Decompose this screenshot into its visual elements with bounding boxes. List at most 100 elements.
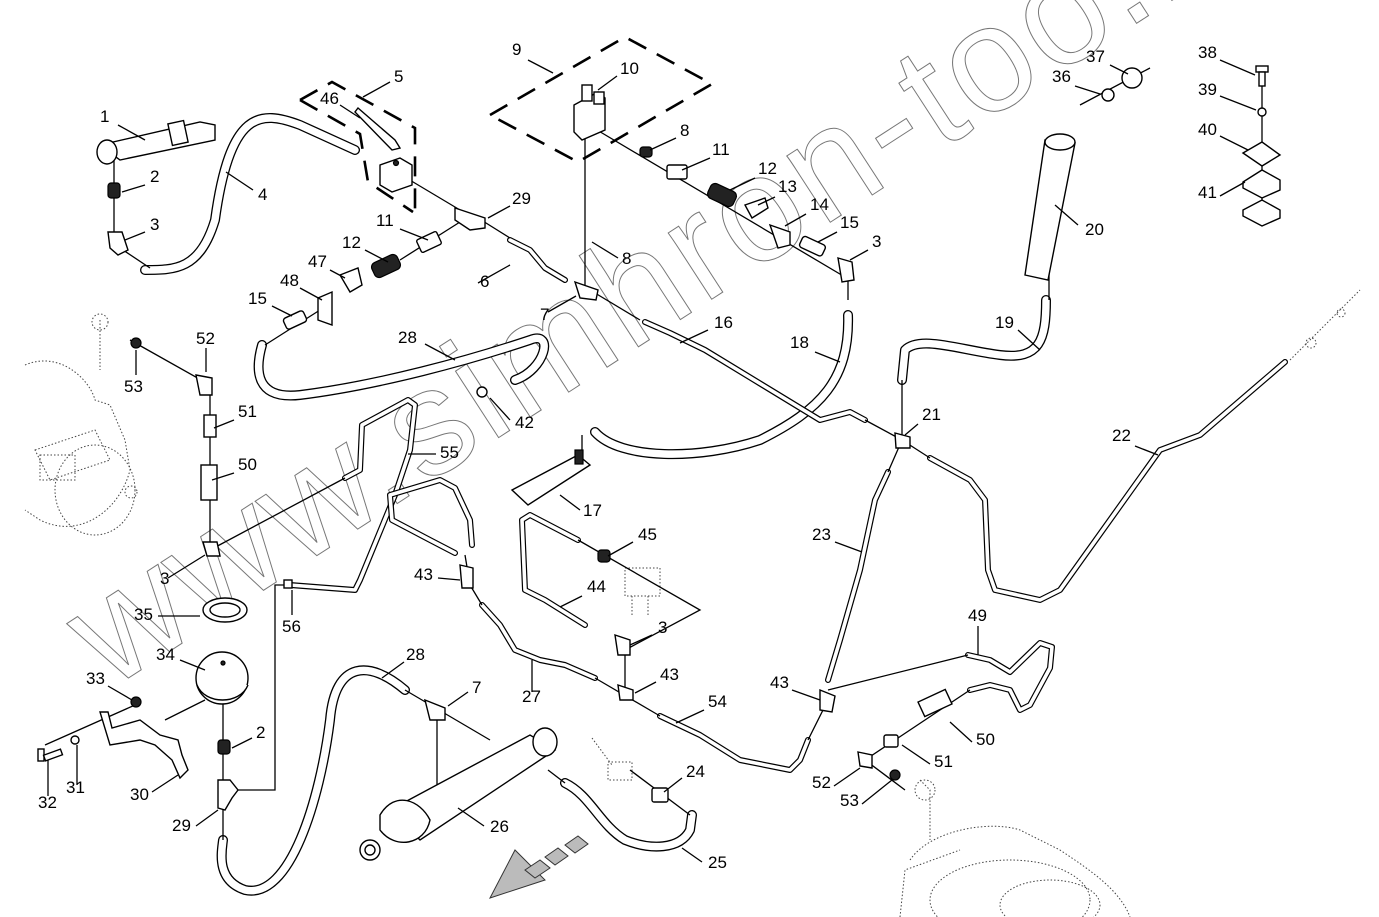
hose-19 xyxy=(897,295,1051,385)
callout-41: 41 xyxy=(1198,181,1246,202)
callout-leader-line xyxy=(225,171,254,191)
part-40-plate xyxy=(1241,141,1282,167)
callout-43: 43 xyxy=(770,673,821,701)
callout-6: 6 xyxy=(477,264,511,291)
callout-number: 50 xyxy=(238,455,257,474)
callout-leader-line xyxy=(477,264,511,284)
callout-8: 8 xyxy=(649,121,689,151)
callout-35: 35 xyxy=(134,605,200,624)
tube-22 xyxy=(927,359,1288,603)
callout-leader-line xyxy=(784,213,807,227)
callout-56: 56 xyxy=(282,590,301,636)
callout-29: 29 xyxy=(487,189,531,219)
callout-2: 2 xyxy=(121,167,159,193)
hose-4 xyxy=(140,113,360,275)
kit-outline-9 xyxy=(487,35,715,164)
callout-number: 21 xyxy=(922,405,941,424)
callout-15: 15 xyxy=(248,289,293,317)
part-10-solenoid-valve xyxy=(573,84,606,141)
callout-number: 16 xyxy=(714,313,733,332)
part-15-coupler-b xyxy=(282,310,308,330)
part-7-tee xyxy=(573,280,599,301)
part-3-elbow-d xyxy=(614,633,631,656)
part-38-bolt xyxy=(1255,65,1269,87)
part-7-tee-lower xyxy=(423,698,446,721)
part-50-filter-b xyxy=(917,688,953,718)
callout-leader-line xyxy=(1074,85,1101,95)
callout-42: 42 xyxy=(489,397,534,432)
callout-number: 43 xyxy=(660,665,679,684)
callout-leader-line xyxy=(1054,204,1079,226)
callout-50: 50 xyxy=(211,455,257,481)
callout-number: 1 xyxy=(100,107,109,126)
callout-number: 11 xyxy=(712,140,730,159)
callout-17: 17 xyxy=(559,494,602,520)
callout-number: 48 xyxy=(280,271,299,290)
part-32-bolt xyxy=(37,748,64,762)
tube-16 xyxy=(642,319,868,423)
callout-number: 6 xyxy=(480,272,489,291)
callout-leader-line xyxy=(1109,64,1129,75)
hose-25 xyxy=(560,778,697,852)
callout-leader-line xyxy=(597,75,618,91)
part-52-elbow xyxy=(195,374,213,396)
callout-46: 46 xyxy=(320,89,361,119)
callout-53: 53 xyxy=(124,350,143,396)
callout-number: 30 xyxy=(130,785,149,804)
part-33-nut xyxy=(130,696,142,708)
part-35-clamp xyxy=(202,597,248,623)
callout-number: 9 xyxy=(512,40,521,59)
callout-number: 5 xyxy=(394,67,403,86)
callout-number: 53 xyxy=(124,377,143,396)
part-43-tee-c xyxy=(819,688,836,713)
callout-50: 50 xyxy=(949,721,995,749)
callout-48: 48 xyxy=(280,271,323,301)
callout-number: 31 xyxy=(66,778,85,797)
tube-44 xyxy=(519,512,588,628)
callout-49: 49 xyxy=(968,606,987,655)
callout-13: 13 xyxy=(757,177,797,206)
tube-6 xyxy=(507,237,568,283)
callout-10: 10 xyxy=(597,59,639,91)
callout-number: 54 xyxy=(708,692,727,711)
part-3-elbow-upper xyxy=(107,231,129,256)
callout-number: 3 xyxy=(160,569,169,588)
callout-leader-line xyxy=(849,249,869,261)
callout-36: 36 xyxy=(1052,67,1101,95)
callout-33: 33 xyxy=(86,669,133,701)
part-39-washer xyxy=(1257,107,1267,117)
callout-leader-line xyxy=(489,397,511,421)
callout-leader-line xyxy=(1017,329,1041,351)
callout-leader-line xyxy=(729,177,756,191)
callout-leader-line xyxy=(559,595,583,608)
callout-30: 30 xyxy=(130,774,179,804)
callout-leader-line xyxy=(814,351,841,363)
ghost-housing-left xyxy=(24,313,138,536)
callout-leader-line xyxy=(834,541,863,553)
part-1-cylinder-pin xyxy=(96,119,216,165)
callout-leader-line xyxy=(817,231,838,243)
callout-leader-line xyxy=(629,634,653,646)
ghost-fitting-right xyxy=(1289,289,1361,361)
callout-38: 38 xyxy=(1198,43,1256,76)
tube-55 xyxy=(287,397,418,593)
part-37-nut xyxy=(1121,67,1143,89)
callout-leader-line xyxy=(457,807,485,827)
callout-7: 7 xyxy=(447,678,481,707)
callout-number: 4 xyxy=(258,185,267,204)
callout-11: 11 xyxy=(681,140,730,171)
callout-5: 5 xyxy=(362,67,403,98)
callout-3: 3 xyxy=(124,215,159,241)
callout-leader-line xyxy=(861,779,893,805)
callout-53: 53 xyxy=(840,779,893,810)
callout-leader-line xyxy=(299,287,323,301)
callout-number: 45 xyxy=(638,525,657,544)
part-47-cap xyxy=(338,267,363,293)
callout-8: 8 xyxy=(591,241,631,268)
callout-11: 11 xyxy=(376,211,429,241)
part-29-tee xyxy=(454,207,486,231)
callout-51: 51 xyxy=(901,744,953,771)
callout-52: 52 xyxy=(812,767,861,792)
callout-leader-line xyxy=(362,81,391,98)
